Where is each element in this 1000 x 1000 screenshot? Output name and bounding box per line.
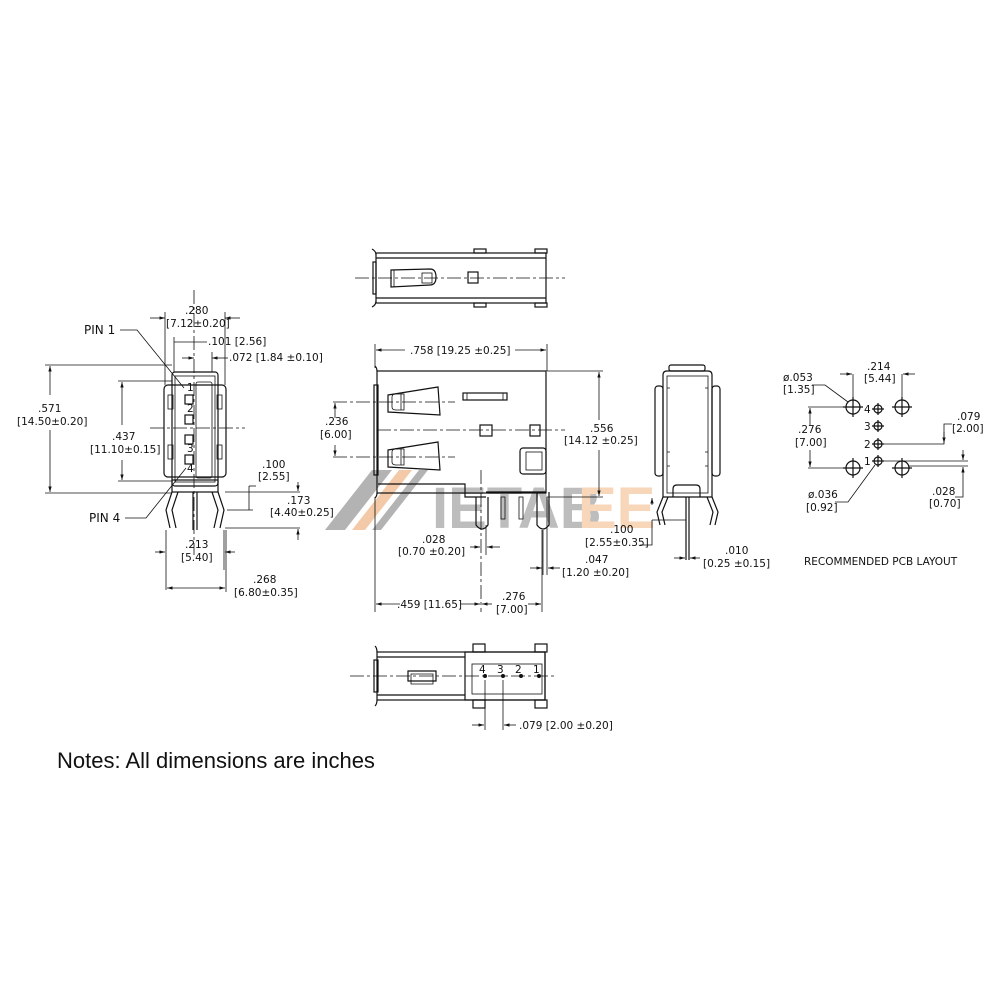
- dim-text: [7.00]: [496, 604, 528, 616]
- dim-text: .079: [957, 411, 980, 423]
- pcb-pin-number: 2: [864, 439, 871, 451]
- dim-text: [2.55±0.35]: [585, 537, 649, 549]
- dim-text: .268: [253, 574, 276, 586]
- dim-text: .437: [112, 431, 135, 443]
- bottom-pin-number: 1: [533, 664, 540, 676]
- dim-text: ø.036: [808, 489, 838, 501]
- dim-text: [11.10±0.15]: [90, 444, 160, 456]
- front-pin-number: 3: [187, 443, 194, 455]
- dim-text: .236: [325, 416, 349, 428]
- dim-text: .010: [725, 545, 748, 557]
- dim-text: [0.25 ±0.15]: [703, 558, 770, 570]
- pcb-pin-number: 3: [864, 421, 871, 433]
- dim-text: .100: [262, 459, 285, 471]
- dim-text: .214: [867, 361, 891, 373]
- dim-text: .028: [422, 534, 445, 546]
- end-view: .100 [2.55±0.35] .010 [0.25 ±0.15]: [585, 364, 770, 570]
- dim-text: [2.00]: [952, 423, 984, 435]
- bottom-pin-number: 3: [497, 664, 504, 676]
- dim-text: [2.55]: [258, 471, 290, 483]
- dim-text: .276: [502, 591, 526, 603]
- dim-text: [7.12±0.20]: [166, 318, 230, 330]
- dim-text: [5.40]: [181, 552, 213, 564]
- dim-text: .571: [38, 403, 61, 415]
- dim-text: .556: [590, 423, 614, 435]
- dim-text: ø.053: [783, 372, 813, 384]
- pcb-layout-title: RECOMMENDED PCB LAYOUT: [804, 556, 958, 568]
- dim-text: [0.92]: [806, 502, 838, 514]
- dim-text: [1.35]: [783, 384, 815, 396]
- pcb-layout: 4 3 2 1 .214 [5.44] ø.053 [1.35] .276 [7…: [783, 361, 984, 568]
- dim-text: [1.20 ±0.20]: [562, 567, 629, 579]
- top-view: [355, 248, 565, 308]
- bottom-pin-number: 2: [515, 664, 522, 676]
- pcb-pin-number: 1: [864, 456, 871, 468]
- dim-text: .047: [585, 554, 608, 566]
- dim-text: [5.44]: [864, 373, 896, 385]
- dim-text: .079 [2.00 ±0.20]: [519, 720, 613, 732]
- dim-text: [0.70]: [929, 498, 961, 510]
- watermark-text-gray: IETAB: [432, 476, 602, 541]
- watermark-logo: IETAB EE: [325, 470, 655, 541]
- dim-text: .280: [185, 305, 208, 317]
- front-pin-number: 1: [187, 382, 194, 394]
- dim-text: [6.80±0.35]: [234, 587, 298, 599]
- pcb-pin-number: 4: [864, 404, 871, 416]
- dim-text: [7.00]: [795, 437, 827, 449]
- dim-text: .173: [287, 495, 310, 507]
- bottom-view: 4 3 2 1 .079 [2.00 ±0.20]: [350, 643, 613, 732]
- dim-text: .072 [1.84 ±0.10]: [229, 352, 323, 364]
- notes-text: Notes: All dimensions are inches: [57, 748, 375, 773]
- front-pin-number: 4: [187, 463, 194, 475]
- dim-text: .213: [185, 539, 208, 551]
- watermark-text-orange: EE: [578, 476, 655, 541]
- dim-text: [0.70 ±0.20]: [398, 546, 465, 558]
- dim-text: .758 [19.25 ±0.25]: [410, 345, 510, 357]
- dim-text: .100: [610, 524, 633, 536]
- dim-text: [4.40±0.25]: [270, 507, 334, 519]
- dim-text: [6.00]: [320, 429, 352, 441]
- dim-text: [14.12 ±0.25]: [564, 435, 638, 447]
- pin1-label: PIN 1: [84, 323, 115, 337]
- dim-text: .459 [11.65]: [397, 599, 462, 611]
- dim-text: .276: [798, 424, 822, 436]
- dim-text: .028: [932, 486, 955, 498]
- bottom-pin-number: 4: [479, 664, 486, 676]
- front-pin-number: 2: [187, 403, 194, 415]
- front-view: 1 2 3 4 PIN 1 PIN 4 .280 [7.12±0.20] .10…: [17, 290, 334, 599]
- dim-text: [14.50±0.20]: [17, 416, 87, 428]
- dim-text: .101 [2.56]: [208, 336, 266, 348]
- side-view: .758 [19.25 ±0.25] .236 [6.00] .556 [14.…: [320, 344, 638, 616]
- pin4-label: PIN 4: [89, 511, 120, 525]
